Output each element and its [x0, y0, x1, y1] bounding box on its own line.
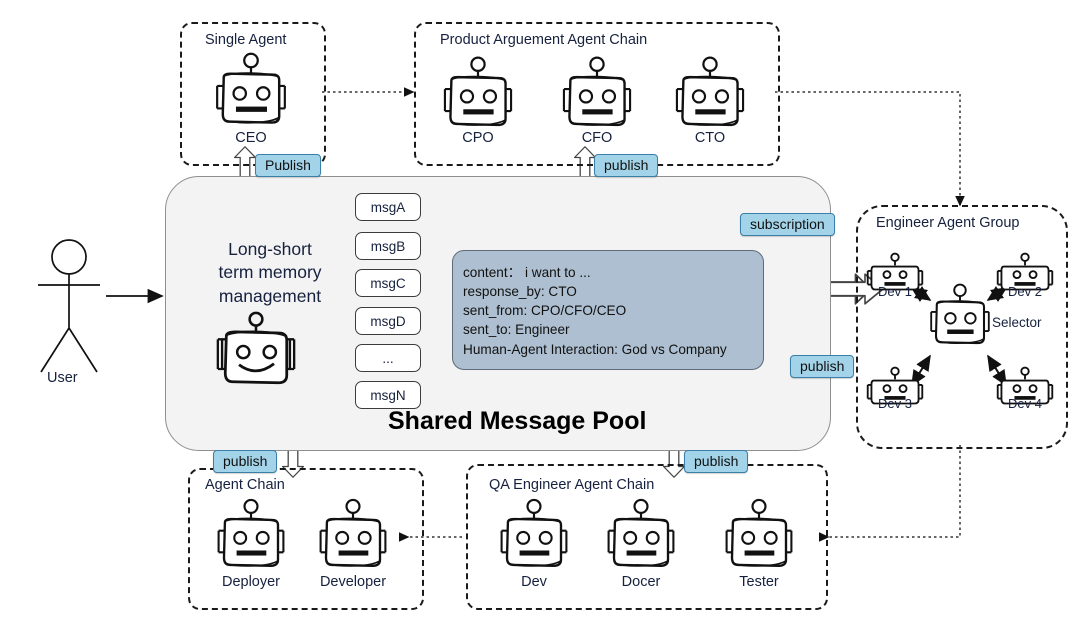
message-item[interactable]: ... — [355, 344, 421, 372]
agent-label-selector: Selector — [992, 315, 1042, 330]
robot-icon-cfo — [562, 56, 632, 127]
robot-icon-developer — [319, 498, 387, 568]
message-item[interactable]: msgA — [355, 193, 421, 221]
detail-sent-from: sent_from: CPO/CFO/CEO — [463, 303, 627, 319]
detail-response-by: response_by: CTO — [463, 284, 577, 300]
badge-publish-product[interactable]: publish — [594, 154, 659, 178]
engineer-to-qa-arrow — [819, 445, 961, 542]
badge-publish-engineer[interactable]: publish — [790, 355, 855, 379]
group-single-agent — [180, 22, 326, 166]
group-title-agent-chain: Agent Chain — [205, 477, 285, 493]
badge-publish-qa[interactable]: publish — [684, 450, 749, 474]
message-detail-card: content： i want to ... response_by: CTO … — [452, 250, 764, 370]
agent-label-dev2: Dev 2 — [1008, 284, 1042, 299]
robot-icon-cpo — [443, 56, 513, 127]
robot-icon-cto — [675, 56, 745, 127]
page-title: Shared Message Pool — [388, 407, 647, 435]
group-agent-chain — [188, 468, 424, 610]
message-item[interactable]: msgC — [355, 269, 421, 297]
agent-label-dev: Dev — [521, 574, 547, 590]
agent-label-dev1: Dev 1 — [878, 284, 912, 299]
agent-label-cto: CTO — [694, 130, 726, 146]
agent-label-cfo: CFO — [581, 130, 613, 146]
detail-human-agent: Human-Agent Interaction: God vs Company — [463, 341, 727, 357]
agent-label-developer: Developer — [319, 574, 387, 590]
robot-icon-docer — [607, 498, 675, 568]
group-title-qa-chain: QA Engineer Agent Chain — [489, 477, 655, 493]
product-to-engineer-arrow — [775, 91, 965, 207]
agent-label-dev4: Dev 4 — [1008, 396, 1042, 411]
memory-robot-icon — [216, 311, 296, 385]
message-item[interactable]: msgN — [355, 381, 421, 409]
robot-icon-ceo — [215, 52, 287, 124]
group-engineer — [856, 205, 1068, 449]
robot-icon-tester — [725, 498, 793, 568]
user-stick-figure — [38, 239, 100, 373]
badge-publish-agentchain[interactable]: publish — [213, 450, 278, 474]
group-title-single-agent: Single Agent — [205, 32, 287, 48]
agent-label-tester: Tester — [739, 574, 779, 590]
badge-publish-ceo[interactable]: Publish — [255, 154, 321, 178]
robot-icon-dev — [500, 498, 568, 568]
agent-label-dev3: Dev 3 — [878, 396, 912, 411]
group-title-engineer: Engineer Agent Group — [876, 215, 1020, 231]
user-label: User — [47, 370, 78, 386]
group-title-product-chain: Product Arguement Agent Chain — [440, 32, 648, 48]
agent-label-ceo: CEO — [235, 130, 267, 146]
robot-icon-deployer — [217, 498, 285, 568]
badge-subscription[interactable]: subscription — [740, 213, 835, 237]
agent-label-deployer: Deployer — [221, 574, 281, 590]
agent-label-docer: Docer — [621, 574, 661, 590]
agent-label-cpo: CPO — [462, 130, 494, 146]
robot-icon-selector — [930, 283, 990, 345]
message-item[interactable]: msgB — [355, 232, 421, 260]
detail-content: content： i want to ... — [463, 265, 591, 280]
message-item[interactable]: msgD — [355, 307, 421, 335]
detail-sent-to: sent_to: Engineer — [463, 322, 570, 338]
group-qa-chain — [466, 464, 828, 610]
